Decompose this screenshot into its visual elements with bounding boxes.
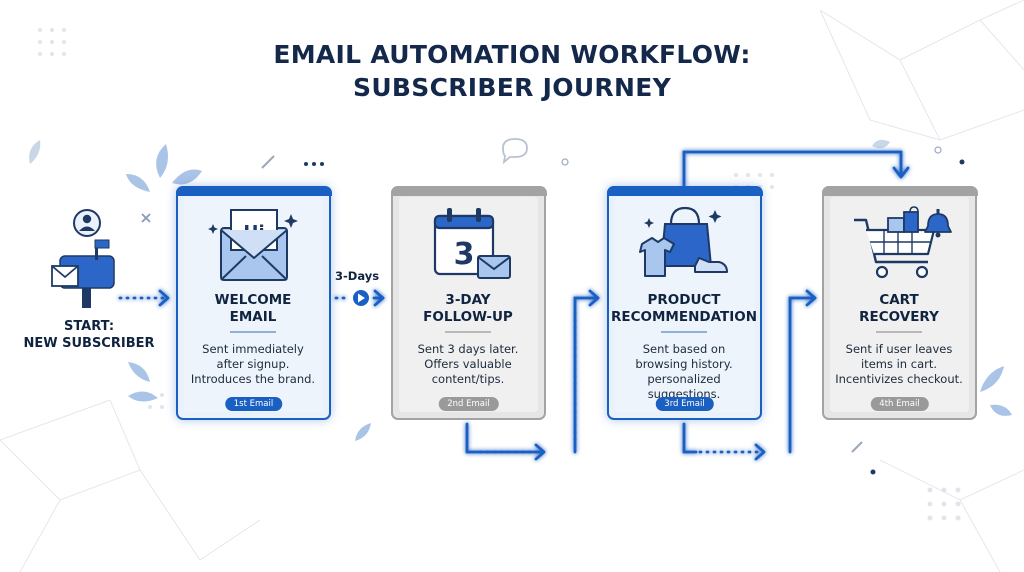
step-description: Sent if user leaves items in cart. Incen… (835, 342, 963, 386)
step-badge: 2nd Email (438, 397, 499, 411)
step-title: 3-DAY FOLLOW-UP (423, 292, 513, 325)
start-label: START: NEW SUBSCRIBER (23, 319, 155, 351)
step-badge: 4th Email (870, 397, 929, 411)
step-card-product-recommendation: PRODUCT RECOMMENDATION Sent based on bro… (606, 185, 763, 420)
step-title: PRODUCT RECOMMENDATION (610, 292, 757, 325)
step-title: CART RECOVERY (859, 292, 939, 325)
divider (876, 331, 922, 333)
title-line-1: EMAIL AUTOMATION WORKFLOW: (273, 40, 751, 69)
connector-recommendation-to-cart-top (682, 150, 903, 188)
calendar-digit: 3 (454, 237, 475, 272)
divider (230, 331, 276, 333)
title-line-2: SUBSCRIBER JOURNEY (353, 73, 671, 102)
divider (445, 331, 491, 333)
step-description: Sent based on browsing history. personal… (635, 342, 733, 401)
step-card-cart-recovery: CART RECOVERY Sent if user leaves items … (821, 185, 978, 420)
calendar-envelope-icon: 3 (433, 208, 511, 279)
bell-icon (924, 209, 952, 238)
delay-play-icon (353, 290, 369, 306)
shopping-bag-icon (639, 206, 728, 277)
step-title: WELCOME EMAIL (214, 292, 292, 325)
step-badge: 3rd Email (655, 397, 714, 411)
hi-envelope-icon: Hi (208, 209, 298, 281)
connector-recommendation-to-cart-lower (682, 296, 817, 454)
delay-label: 3-Days (335, 269, 380, 283)
shopping-cart-icon (854, 206, 952, 279)
page-title: EMAIL AUTOMATION WORKFLOW: SUBSCRIBER JO… (0, 38, 1024, 104)
step-badge: 1st Email (224, 397, 283, 411)
step-card-3-day-follow-up: 3 3-DAY FOLLOW-UP Sent 3 days later. Off… (390, 185, 547, 420)
divider (661, 331, 707, 333)
step-description: Sent 3 days later. Offers valuable conte… (417, 342, 519, 386)
step-card-welcome-email: Hi WELCOME EMAIL Sent immediately after … (175, 185, 332, 420)
step-description: Sent immediately after signup. Introduce… (190, 342, 316, 386)
